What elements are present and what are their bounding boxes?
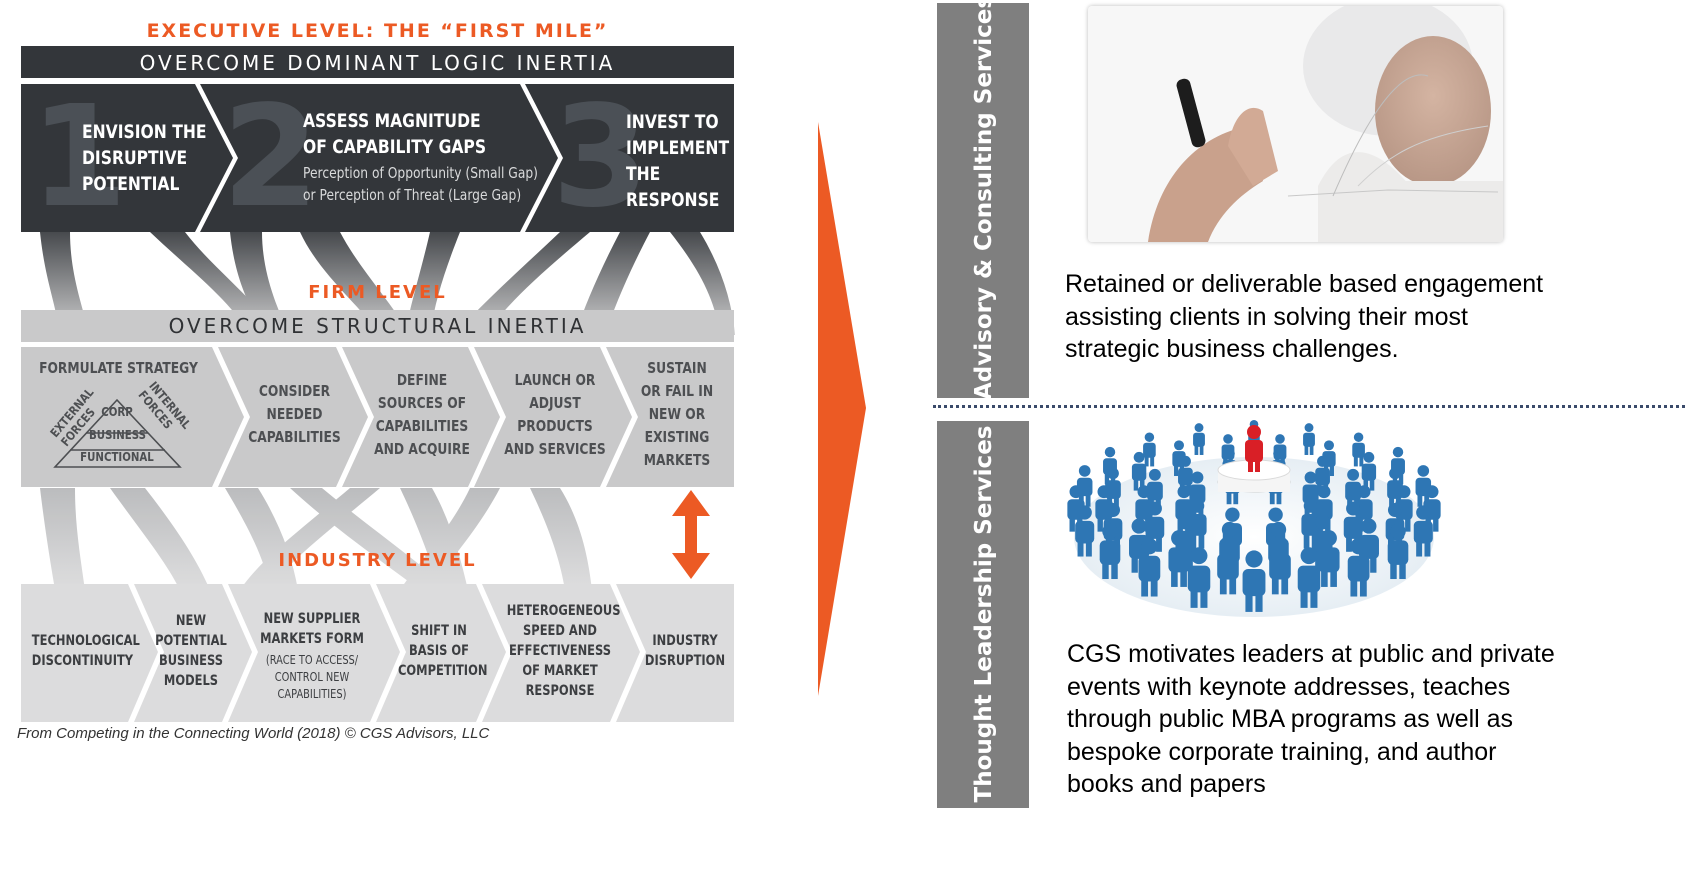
crowd-figure xyxy=(1415,465,1432,507)
crowd-figure xyxy=(1347,538,1370,597)
industry-step-5: HETEROGENEOUS SPEED AND EFFECTIVENESS OF… xyxy=(506,603,621,699)
section-divider xyxy=(933,405,1685,408)
crowd-figure xyxy=(1131,451,1147,491)
step-number-1: 1 xyxy=(30,76,128,239)
crowd-figure xyxy=(1076,465,1093,507)
thought-leadership-description: CGS motivates leaders at public and priv… xyxy=(1067,640,1555,798)
advisory-side-label: Advisory & Consulting Services xyxy=(971,0,997,400)
crowd-figure xyxy=(1303,423,1315,455)
crowd-figure xyxy=(1318,530,1340,587)
crowd-figure xyxy=(1242,550,1266,612)
industry-step-4: SHIFT IN BASIS OF COMPETITION xyxy=(398,623,488,679)
crowd-figure xyxy=(1217,536,1239,595)
leader-crowd-photo xyxy=(1064,412,1446,624)
crowd-figure xyxy=(1103,446,1117,485)
crowd-figure xyxy=(1387,523,1409,580)
crowd-figure xyxy=(1143,432,1156,467)
exec-level-header: EXECUTIVE LEVEL: THE “FIRST MILE” xyxy=(146,20,609,42)
exec-step-2: ASSESS MAGNITUDE OF CAPABILITY GAPS Perc… xyxy=(303,110,538,204)
crowd-figure xyxy=(1146,468,1163,512)
big-orange-arrow-icon xyxy=(818,122,866,696)
step-number-3: 3 xyxy=(552,76,650,239)
diagram-shapes xyxy=(21,46,735,722)
exec-to-firm-streams xyxy=(40,232,735,335)
crowd-figure xyxy=(1187,547,1211,608)
crowd-figure xyxy=(1193,423,1205,455)
firm-step-5: SUSTAIN OR FAIL IN NEW OR EXISTING MARKE… xyxy=(640,359,714,469)
crowd-figure xyxy=(1168,530,1190,587)
crowd-figure xyxy=(1322,440,1336,477)
leader-among-crowd-photo-icon xyxy=(1067,419,1441,617)
industry-step-6: INDUSTRY DISRUPTION xyxy=(644,633,726,669)
thought-leadership-side-bar xyxy=(937,421,1029,808)
exec-step-3: INVEST TO IMPLEMENT THE RESPONSE xyxy=(626,111,730,211)
exec-step-1: ENVISION THE DISRUPTIVE POTENTIAL xyxy=(82,121,207,195)
consultant-photo xyxy=(1088,6,1503,242)
crowd-figure xyxy=(1172,440,1186,477)
pyramid-level-corp: CORP xyxy=(101,405,133,419)
crowd-figure xyxy=(1302,471,1319,515)
firm-to-industry-streams xyxy=(40,488,592,590)
strategy-pyramid xyxy=(53,398,182,468)
industry-step-2: NEW POTENTIAL BUSINESS MODELS xyxy=(155,613,227,689)
crowd-figure xyxy=(1269,536,1291,595)
firm-step-4: LAUNCH OR ADJUST PRODUCTS AND SERVICES xyxy=(504,371,606,458)
firm-band-title: OVERCOME STRUCTURAL INERTIA xyxy=(168,314,587,338)
crowd-figure xyxy=(1138,538,1161,597)
firm-step-2: CONSIDER NEEDED CAPABILITIES xyxy=(248,382,341,446)
strategy-diagram: 1 2 3 EXECUTIVE LEVEL: THE “FIRST MILE” … xyxy=(0,0,760,800)
firm-step-1: FORMULATE STRATEGY xyxy=(39,359,198,377)
pyramid-level-business: BUSINESS xyxy=(89,428,146,442)
red-leader-figure xyxy=(1245,425,1263,472)
crowd-figure xyxy=(1345,468,1362,512)
industry-level-label: INDUSTRY LEVEL xyxy=(278,550,477,571)
firm-level-label: FIRM LEVEL xyxy=(308,282,447,303)
consultant-drawing-photo-icon xyxy=(1088,6,1503,242)
crowd-figure xyxy=(1189,471,1206,515)
exec-band-title: OVERCOME DOMINANT LOGIC INERTIA xyxy=(139,51,616,75)
crowd-figure xyxy=(1413,505,1433,557)
advisory-side-bar xyxy=(937,3,1029,398)
crowd-figure xyxy=(1273,434,1287,469)
crowd-figure xyxy=(1361,451,1377,491)
advisory-description: Retained or deliverable based engagement… xyxy=(1065,270,1544,363)
industry-step-1: TECHNOLOGICAL DISCONTINUITY xyxy=(31,633,140,669)
crowd-figure xyxy=(1352,432,1365,467)
diagram-credit: From Competing in the Connecting World (… xyxy=(17,725,490,742)
thought-leadership-side-label: Thought Leadership Services xyxy=(971,425,997,803)
step-number-2: 2 xyxy=(222,76,320,239)
crowd-figure xyxy=(1297,547,1321,608)
firm-step-3: DEFINE SOURCES OF CAPABILITIES AND ACQUI… xyxy=(374,371,470,458)
crowd-figure xyxy=(1391,446,1405,485)
pyramid-level-functional: FUNCTIONAL xyxy=(80,450,154,464)
double-arrow-icon xyxy=(672,490,710,579)
crowd-figure xyxy=(1099,523,1121,580)
industry-step-3: NEW SUPPLIER MARKETS FORM (RACE TO ACCES… xyxy=(260,611,364,701)
